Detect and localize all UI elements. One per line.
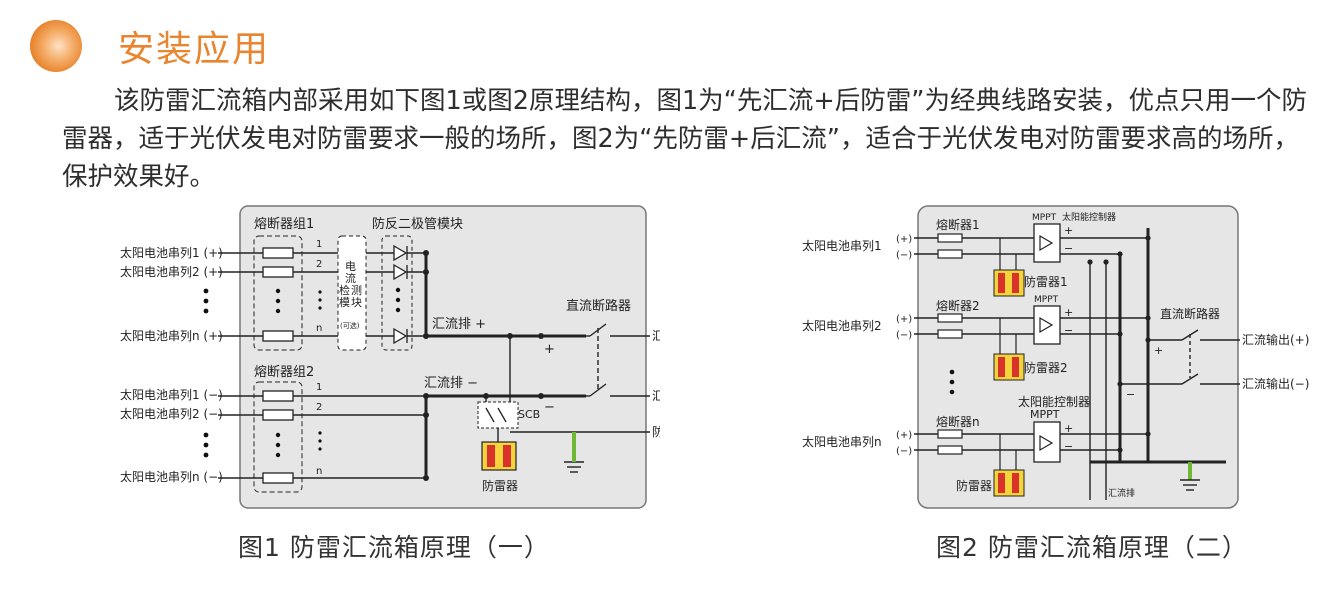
fig1-arrester-label: 防雷器: [482, 478, 518, 493]
fig2-fuse-1-label: 熔断器1: [936, 217, 980, 232]
fig1-line-num-nb: n: [316, 466, 322, 477]
fig2-mppt-2-plus: +: [1064, 306, 1073, 319]
fig1-busbar-pos: 汇流排 +: [432, 317, 486, 332]
fig2-pol-neg-1: (−): [896, 250, 912, 261]
fig2-mppt-2-title: MPPT: [1034, 295, 1059, 305]
fig1-scb-box: [477, 401, 519, 429]
fig2-minus: −: [1126, 388, 1135, 401]
fig2-plus: +: [1154, 344, 1163, 357]
fig1-plus: +: [544, 342, 555, 357]
fig1-string-pos-2: 太阳电池串列2 (+): [120, 264, 223, 279]
fig2-mppt-n-minus: −: [1064, 440, 1073, 453]
fig1-cm-2: 流: [345, 271, 356, 285]
fig2-mppt-1-plus: +: [1064, 224, 1073, 237]
fig1-line-num-2: 2: [316, 259, 322, 270]
orange-bullet-icon: [30, 20, 82, 72]
fig1-string-neg-1: 太阳电池串列1 (−): [120, 387, 223, 402]
fig2-controller-1: 太阳能控制器: [1062, 211, 1116, 223]
fig1-cm-4: 测: [351, 284, 362, 297]
fig1-string-neg-2: 太阳电池串列2 (−): [120, 406, 223, 421]
fig2-fuses: [937, 233, 963, 455]
fig1-line-num-2b: 2: [316, 402, 322, 413]
fig2-busbar: 汇流排: [1108, 487, 1135, 499]
section-heading: 安装应用: [30, 20, 270, 72]
fig1-diode-module-box: [381, 235, 413, 351]
fig2-out-neg: 汇流输出(−): [1242, 376, 1309, 391]
fig1-arrester-icon: [481, 441, 517, 471]
fig1-cm-3: 检: [339, 283, 350, 297]
fig2-mppt-1-minus: −: [1064, 242, 1073, 255]
fig2-arrester-2-label: 防雷器2: [1024, 360, 1068, 375]
fig1-cm-6: 块: [351, 296, 362, 309]
fig2-mppt-1-title: MPPT: [1032, 213, 1057, 223]
fig1-string-pos-n: 太阳电池串列n (+): [120, 328, 223, 343]
fig2-pol-pos-2: (+): [896, 314, 912, 325]
fig2-pol-neg-2: (−): [896, 330, 912, 341]
fig2-pol-neg-n: (−): [896, 446, 912, 457]
fig1-busbar-neg: 汇流排 −: [424, 376, 478, 391]
fig2-controller-n: 太阳能控制器: [1018, 394, 1090, 409]
fig1-line-num-1: 1: [316, 239, 322, 250]
figure2-diagram: 太阳电池串列1 太阳电池串列2 太阳电池串列n (+) (−) (+) (−) …: [802, 205, 1309, 509]
fig1-scb-label: SCB: [518, 408, 540, 421]
fig1-line-num-n: n: [316, 323, 322, 334]
fig1-string-pos-1: 太阳电池串列1 (+): [120, 245, 223, 260]
fig2-mppt-n-plus: +: [1064, 422, 1073, 435]
fig2-pol-pos-1: (+): [896, 234, 912, 245]
intro-paragraph: 该防雷汇流箱内部采用如下图1或图2原理结构，图1为“先汇流+后防雷”为经典线路安…: [62, 82, 1312, 196]
intro-text: 该防雷汇流箱内部采用如下图1或图2原理结构，图1为“先汇流+后防雷”为经典线路安…: [62, 86, 1307, 192]
fig1-minus: −: [544, 400, 555, 415]
fig2-breaker-label: 直流断路器: [1160, 306, 1220, 321]
fig2-fuse-2-label: 熔断器2: [936, 298, 980, 313]
figure2-caption: 图2 防雷汇流箱原理（二）: [936, 533, 1248, 562]
fig1-cm-5: 模: [339, 296, 350, 309]
figure1-diagram: 太阳电池串列1 (+) 太阳电池串列2 (+) 太阳电池串列n (+) 太阳电池…: [120, 205, 660, 509]
fig2-string-2: 太阳电池串列2: [802, 318, 882, 333]
fig1-ellipsis-left: [203, 288, 209, 458]
fig2-string-n: 太阳电池串列n: [802, 434, 882, 449]
fig1-ground-label: 防雷接地 PE: [652, 424, 660, 439]
fig2-arrester-n-label: 防雷器: [956, 478, 992, 493]
fig1-fuse-group1-label: 熔断器组1: [254, 217, 314, 232]
fig2-pol-pos-n: (+): [896, 430, 912, 441]
fig2-mppt-n-title: MPPT: [1030, 408, 1060, 421]
fig1-optional: (可选): [340, 321, 360, 330]
figure1-panel: [239, 205, 647, 509]
fig1-diode-module-label: 防反二极管模块: [372, 216, 463, 232]
fig1-cm-1: 电: [345, 260, 356, 273]
fig1-out-pos: 汇流输出 (+): [652, 328, 660, 343]
fig1-line-num-1b: 1: [316, 382, 322, 393]
fig2-arrester-1-label: 防雷器1: [1024, 274, 1068, 289]
fig2-mppt-2-minus: −: [1064, 324, 1073, 337]
fig1-current-module: [337, 235, 367, 351]
section-title: 安装应用: [118, 29, 271, 70]
fig1-out-neg: 汇流输出 (−): [652, 388, 660, 403]
fig1-fuse-group1-box: [253, 235, 303, 351]
fig2-out-pos: 汇流输出(+): [1242, 332, 1309, 347]
fig1-string-neg-n: 太阳电池串列n (−): [120, 469, 223, 484]
fig2-string-1: 太阳电池串列1: [802, 238, 882, 253]
fig2-fuse-n-label: 熔断器n: [936, 414, 980, 429]
figure1-caption: 图1 防雷汇流箱原理（一）: [238, 533, 550, 562]
fig1-breaker-label: 直流断路器: [566, 298, 631, 314]
fig1-fuse-group2-label: 熔断器组2: [254, 365, 314, 380]
fig1-fuses: [262, 247, 294, 484]
fig1-fuse-group2-box: [253, 381, 303, 493]
fig2-mppt-boxes: [1033, 223, 1061, 463]
fig2-arrester-icons: [993, 269, 1025, 497]
